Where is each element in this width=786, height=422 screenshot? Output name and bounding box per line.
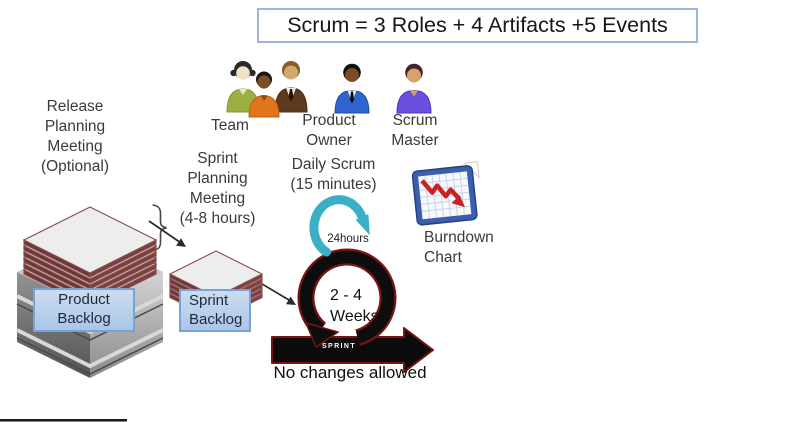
no-changes-note: No changes allowed [273,363,427,382]
product-backlog-plates [22,206,158,308]
daily-scrum-line: (15 minutes) [290,176,377,194]
sprint-planning-line: Sprint [197,150,238,167]
product-owner-figure [334,63,370,114]
team-label: Team [211,117,249,134]
person-icon [334,63,370,114]
sprint-arrow-label: SPRINT [321,343,357,350]
scrum-master-line: Master [391,132,439,150]
sprint-planning-line: Planning [187,170,248,188]
release-planning-line: Planning [44,118,106,136]
team-woman [226,61,260,113]
release-planning-line: (Optional) [40,158,110,176]
release-planning-line: Release [46,98,104,115]
team-people-icon [226,61,308,118]
sprint-backlog-box: Sprint Backlog [179,289,251,332]
person-icon [396,63,432,114]
product-owner-line: Owner [306,132,352,150]
product-owner-label: Product Owner [297,111,361,151]
scrum-master-label: Scrum Master [385,111,445,151]
daily-scrum-label: Daily Scrum (15 minutes) [276,155,391,195]
burndown-chart-label: Burndown Chart [424,228,519,268]
diagram-title: Scrum = 3 Roles + 4 Artifacts +5 Events [257,8,698,43]
daily-cycle-label: 24hours [327,233,369,245]
team-man [274,61,308,113]
burndown-chart-line: Chart [424,249,462,267]
scrum-master-line: Scrum [392,112,438,129]
sprint-planning-label: Sprint Planning Meeting (4-8 hours) [170,149,265,230]
sprint-duration-label: 2 - 4 Weeks [330,285,400,327]
team-member-front [248,71,280,118]
sprint-planning-line: Meeting [189,190,246,208]
sprint-planning-line: (4-8 hours) [179,210,256,228]
bottom-edge-line [0,419,127,422]
release-planning-label: Release Planning Meeting (Optional) [10,97,140,178]
burndown-chart-icon [411,161,480,226]
release-planning-line: Meeting [47,138,103,156]
scrum-master-figure [396,63,432,114]
product-backlog-box: Product Backlog [33,288,135,332]
sprint-duration-line: Weeks [330,308,379,326]
daily-scrum-line: Daily Scrum [291,156,376,173]
burndown-chart-line: Burndown [424,229,494,246]
sprint-duration-line: 2 - 4 [330,287,363,304]
burndown-chart-graphic [411,161,480,226]
layer-stack-icon [16,206,164,378]
product-owner-line: Product [302,112,356,129]
